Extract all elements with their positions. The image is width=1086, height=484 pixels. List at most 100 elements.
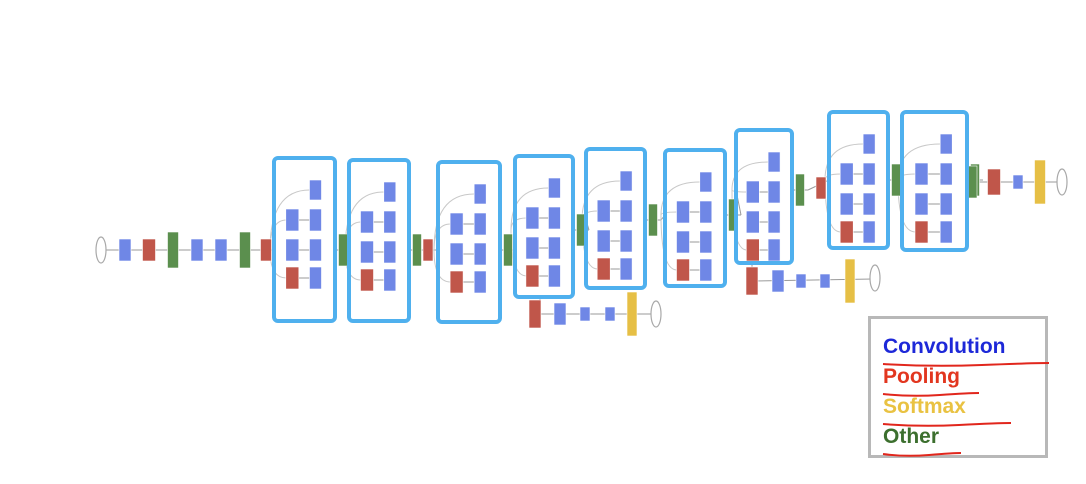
- inception-module-box: [663, 148, 727, 288]
- convolution-node: [309, 266, 322, 290]
- convolution-node: [473, 270, 487, 294]
- pooling-node: [422, 238, 434, 262]
- inception-module-box: [513, 154, 575, 299]
- pooling-node: [987, 168, 1001, 196]
- pooling-node: [914, 220, 929, 244]
- input-output-node: [869, 264, 881, 292]
- legend-label-convolution: Convolution: [883, 335, 1006, 358]
- underline-mark: [882, 392, 980, 397]
- convolution-node: [579, 306, 591, 322]
- convolution-node: [525, 206, 540, 230]
- convolution-node: [604, 306, 616, 322]
- convolution-node: [819, 273, 831, 289]
- convolution-node: [939, 162, 953, 186]
- convolution-node: [939, 220, 953, 244]
- pooling-node: [676, 258, 690, 282]
- convolution-node: [309, 179, 322, 201]
- inception-module-layer: [272, 110, 969, 324]
- convolution-node: [383, 210, 397, 234]
- convolution-node: [548, 177, 561, 199]
- pooling-node: [525, 264, 540, 288]
- input-output-node: [1056, 168, 1068, 196]
- legend-label-softmax: Softmax: [883, 395, 966, 418]
- underline-mark: [882, 452, 962, 457]
- convolution-node: [383, 240, 397, 264]
- convolution-node: [699, 230, 713, 254]
- pooling-node: [815, 176, 827, 200]
- convolution-node: [862, 162, 876, 186]
- softmax-node: [626, 291, 638, 337]
- convolution-node: [548, 206, 561, 230]
- convolution-node: [745, 210, 760, 234]
- convolution-node: [596, 199, 611, 223]
- softmax-node: [844, 258, 856, 304]
- convolution-node: [767, 180, 781, 204]
- convolution-node: [190, 238, 204, 262]
- inception-module-box: [900, 110, 969, 252]
- convolution-node: [862, 220, 876, 244]
- inception-module-box: [734, 128, 794, 265]
- edge: [660, 181, 700, 216]
- edge: [269, 189, 310, 251]
- convolution-node: [473, 183, 487, 205]
- convolution-node: [767, 151, 781, 173]
- inception-module-box: [584, 147, 647, 290]
- other-node: [338, 233, 348, 267]
- convolution-node: [596, 229, 611, 253]
- node-layer: [95, 133, 1068, 337]
- convolution-node: [525, 236, 540, 260]
- input-output-node: [95, 236, 107, 264]
- other-node: [167, 231, 179, 269]
- convolution-node: [771, 269, 785, 293]
- convolution-node: [473, 212, 487, 236]
- convolution-node: [285, 208, 300, 232]
- convolution-node: [839, 192, 854, 216]
- convolution-node: [862, 192, 876, 216]
- convolution-node: [118, 238, 132, 262]
- convolution-node: [767, 210, 781, 234]
- other-node: [648, 203, 658, 237]
- legend-label-pooling: Pooling: [883, 365, 960, 388]
- edge: [433, 193, 475, 251]
- convolution-node: [309, 238, 322, 262]
- convolution-node: [214, 238, 228, 262]
- inception-module-box: [347, 158, 411, 323]
- input-output-node: [650, 300, 662, 328]
- convolution-node: [548, 236, 561, 260]
- underline-mark: [882, 422, 1012, 427]
- pooling-node: [596, 257, 611, 281]
- other-node: [795, 173, 805, 207]
- convolution-node: [619, 199, 633, 223]
- pooling-node: [839, 220, 854, 244]
- convolution-node: [449, 212, 464, 236]
- edge: [510, 187, 549, 231]
- legend-item-convolution: Convolution: [882, 335, 1050, 367]
- pooling-node: [260, 238, 272, 262]
- inception-module-box: [272, 156, 337, 323]
- inception-module-box: [436, 160, 502, 324]
- convolution-node: [699, 171, 713, 193]
- legend-item-softmax: Softmax: [882, 395, 1012, 427]
- convolution-node: [619, 257, 633, 281]
- legend-item-pooling: Pooling: [882, 365, 980, 397]
- pooling-node: [360, 268, 374, 292]
- other-node: [891, 163, 901, 197]
- legend: Convolution Pooling Softmax Other: [868, 316, 1050, 458]
- convolution-node: [1012, 174, 1024, 190]
- convolution-node: [795, 273, 807, 289]
- convolution-node: [939, 133, 953, 155]
- legend-item-other: Other: [882, 425, 962, 457]
- convolution-node: [383, 181, 397, 203]
- convolution-node: [383, 268, 397, 292]
- convolution-node: [473, 242, 487, 266]
- pooling-node: [142, 238, 156, 262]
- convolution-node: [745, 180, 760, 204]
- convolution-node: [360, 210, 374, 234]
- edge: [581, 180, 621, 221]
- convolution-node: [676, 200, 690, 224]
- inception-module-box: [827, 110, 890, 250]
- convolution-node: [699, 258, 713, 282]
- convolution-node: [676, 230, 690, 254]
- softmax-node: [1034, 159, 1046, 205]
